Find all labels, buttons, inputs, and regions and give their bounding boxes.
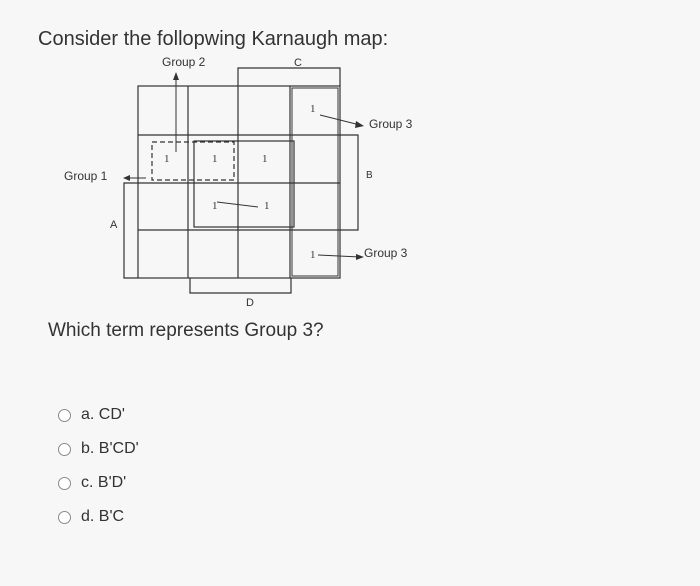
group2-label: Group 2 (162, 55, 206, 69)
group3-bottom-label: Group 3 (364, 246, 408, 260)
kmap-grid (137, 85, 341, 279)
cell-one: 1 (264, 200, 270, 212)
c-bracket (237, 67, 341, 86)
cell-one: 1 (310, 103, 316, 115)
arrows (123, 72, 364, 260)
radio-button[interactable] (58, 408, 71, 422)
var-c-label: C (294, 57, 302, 69)
cell-one: 1 (262, 153, 268, 165)
option-label: b. B'CD' (81, 440, 139, 457)
cell-one: 1 (212, 153, 218, 165)
var-a-label: A (110, 219, 118, 231)
radio-button[interactable] (58, 476, 71, 490)
cell-one: 1 (164, 153, 170, 165)
group3-top-label: Group 3 (369, 117, 413, 131)
b-bracket (340, 134, 359, 231)
option-c[interactable]: c. B'D' (58, 466, 139, 500)
option-b[interactable]: b. B'CD' (58, 432, 139, 466)
cell-one: 1 (212, 200, 218, 212)
option-label: d. B'C (81, 508, 125, 525)
question-title: Consider the follopwing Karnaugh map: (38, 28, 389, 50)
group2-box (193, 140, 295, 228)
var-b-label: B (366, 170, 373, 181)
group3-right-box (291, 87, 339, 277)
var-d-label: D (246, 297, 254, 309)
option-label: a. CD' (81, 406, 125, 423)
a-bracket (123, 182, 138, 279)
group1-dashed-box (151, 141, 235, 181)
d-bracket (189, 278, 292, 294)
option-a[interactable]: a. CD' (58, 398, 139, 432)
option-label: c. B'D' (81, 474, 127, 491)
group1-label: Group 1 (64, 169, 108, 183)
radio-button[interactable] (58, 510, 71, 524)
answer-options: a. CD' b. B'CD' c. B'D' d. B'C (58, 398, 139, 534)
cell-one: 1 (310, 249, 316, 261)
question-prompt: Which term represents Group 3? (48, 320, 324, 341)
option-d[interactable]: d. B'C (58, 500, 139, 534)
radio-button[interactable] (58, 442, 71, 456)
